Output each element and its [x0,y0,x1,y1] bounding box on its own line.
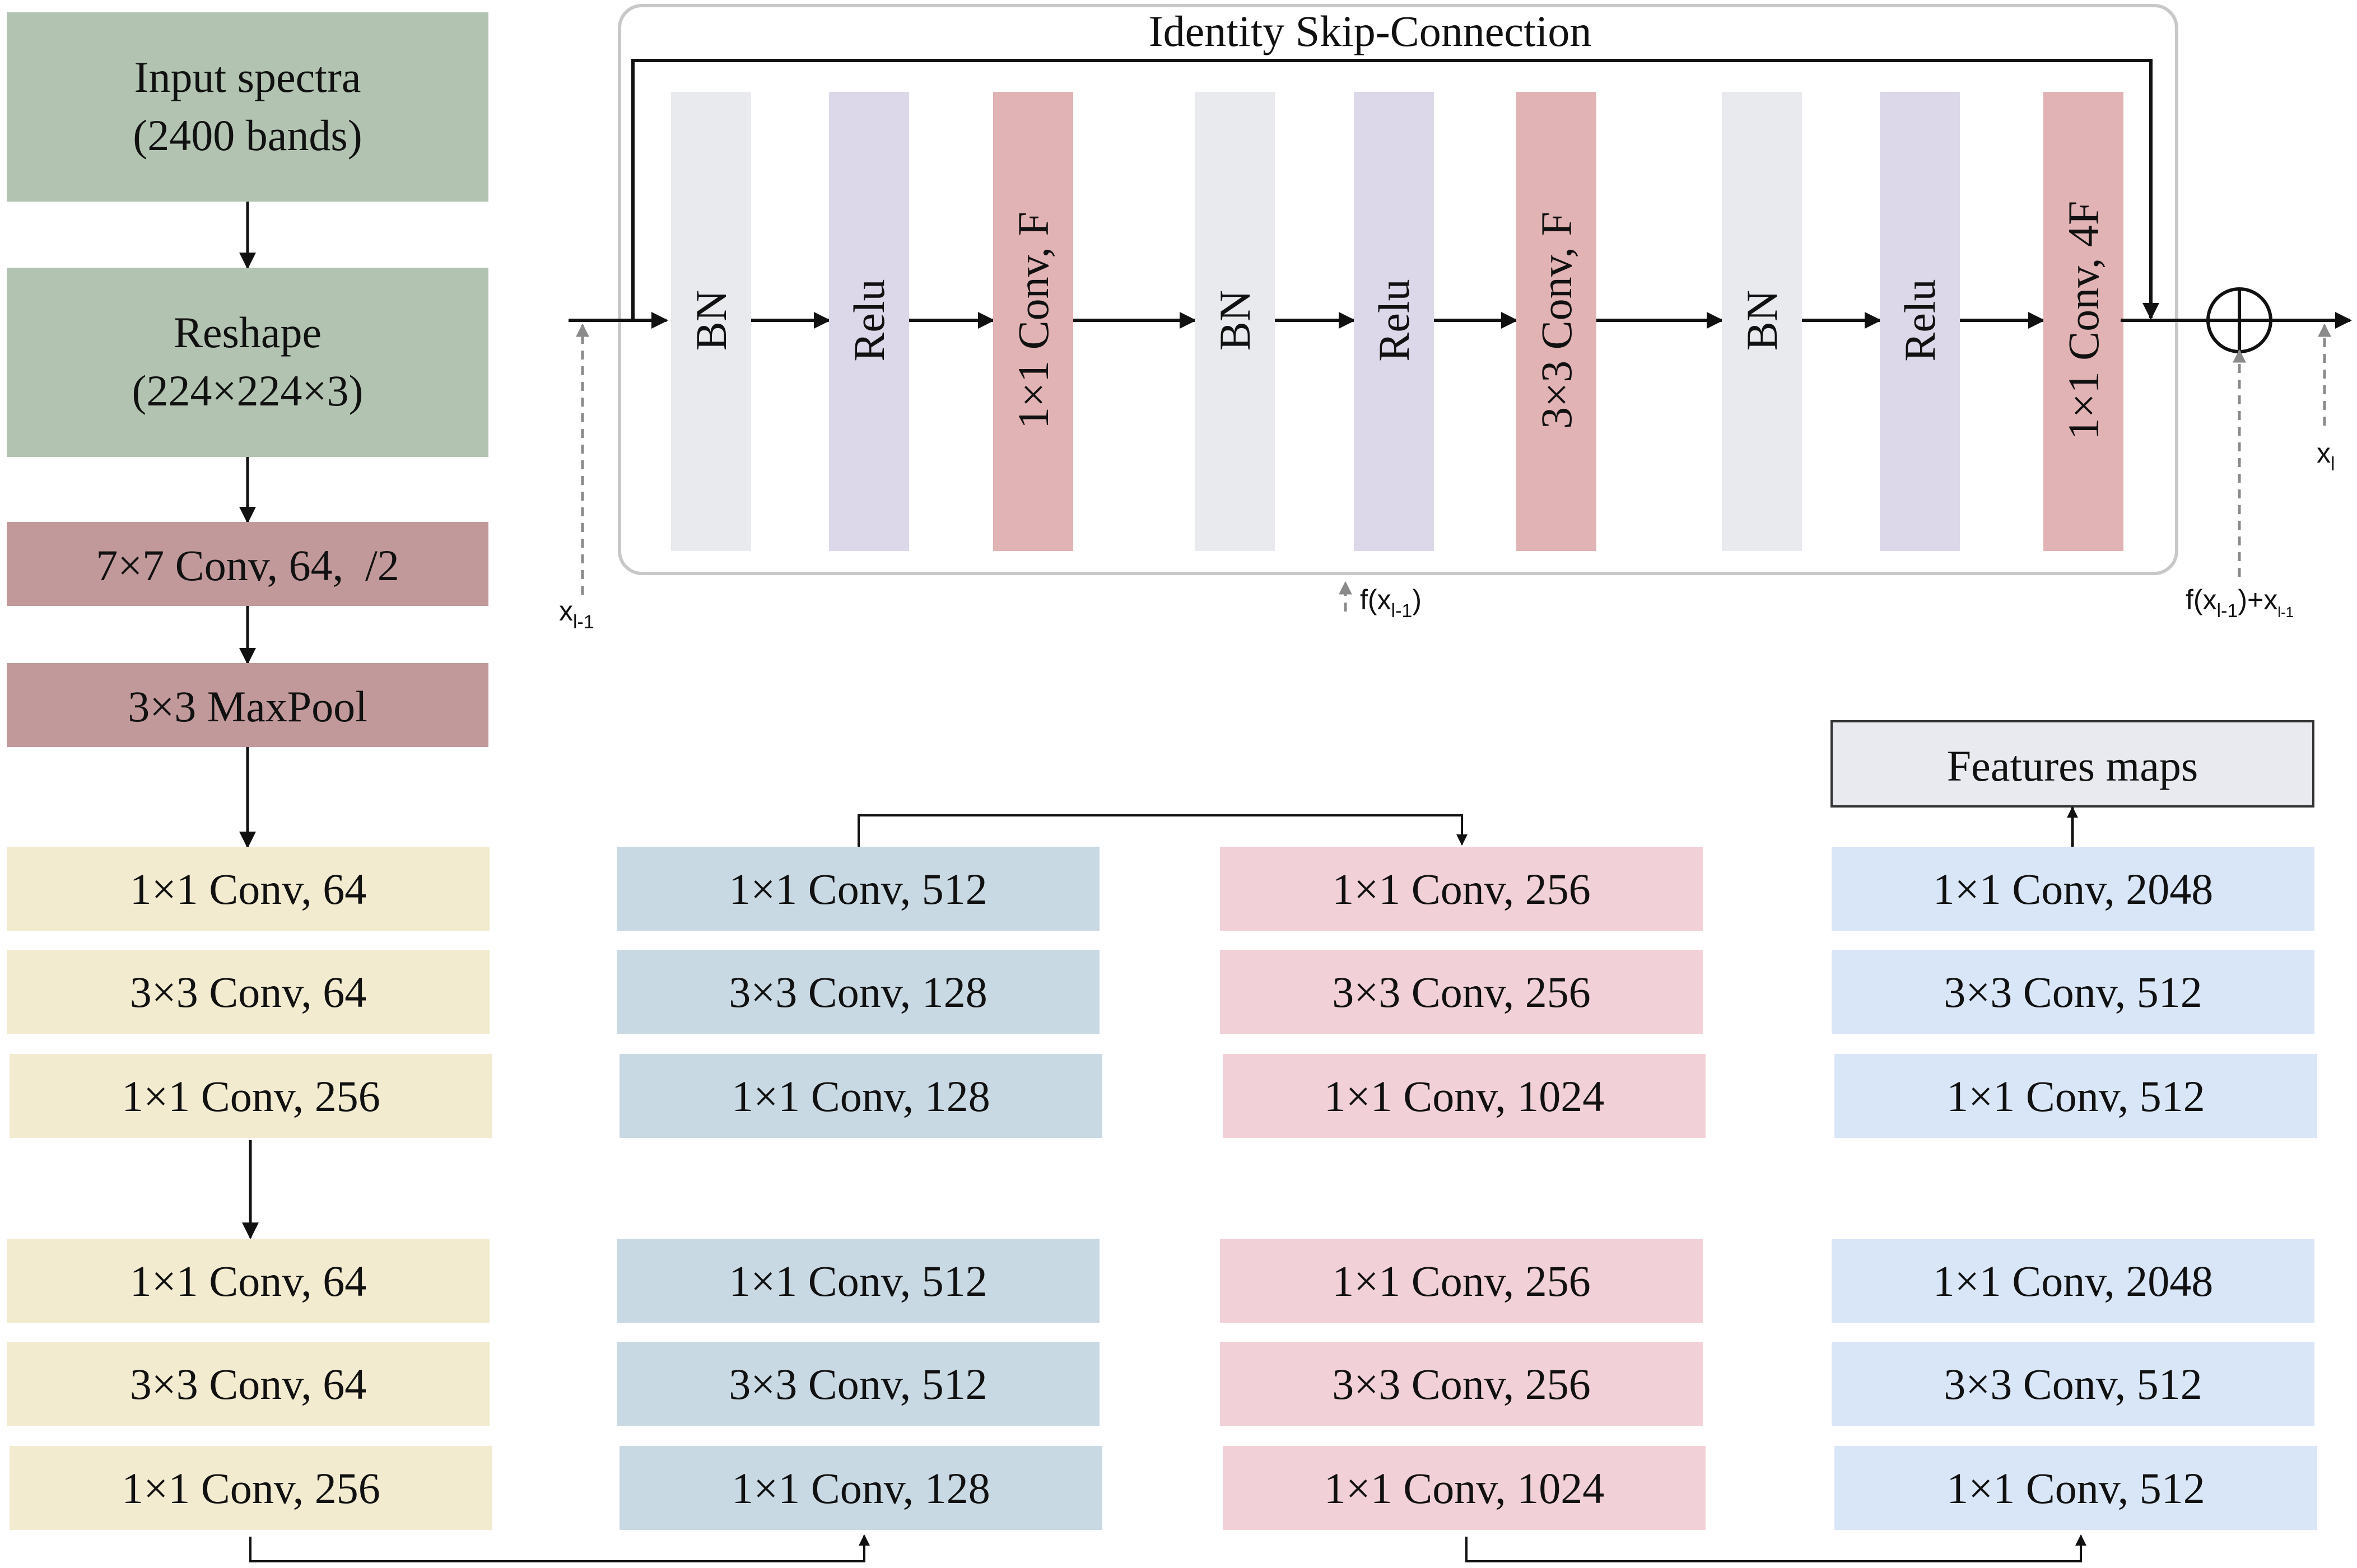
stage1-bottom-box-1 [7,1239,490,1323]
skip-connection-path [631,59,2159,320]
stage2-top-box-2 [617,950,1100,1034]
layer-bn-1 [671,92,751,551]
stage3-bottom-label-1: 1×1 Conv, 256 [1332,1257,1590,1305]
identity-block-title: Identity Skip-Connection [1149,7,1592,55]
identity-block: Identity Skip-Connection BN Relu 1×1 Conv,… [559,4,2352,633]
conv7-box [7,522,488,606]
input-spectra-box [7,12,488,202]
stage2-bottom-box-3 [619,1446,1102,1530]
stage4-bottom-box-3 [1834,1446,2317,1530]
output-label: xl [2317,437,2335,475]
stage2-top-box-1 [617,847,1100,931]
resnet-stages: 1×1 Conv, 64 3×3 Conv, 64 1×1 Conv, 256 1×1… [7,847,2317,1530]
layer-relu-5 [1354,92,1434,551]
stage1-top-label-3: 1×1 Conv, 256 [122,1072,380,1121]
layer-label-1: BN [687,290,735,351]
maxpool-box [7,663,488,747]
stage1-bottom-box-3 [10,1446,492,1530]
layer-label-8: Relu [1895,279,1944,361]
stage-connectors [242,814,2086,1562]
stage1-bottom-label-1: 1×1 Conv, 64 [130,1257,366,1305]
stage4-top-box-3 [1834,1054,2317,1138]
maxpool-label: 3×3 MaxPool [128,682,367,731]
left-column: Input spectra (2400 bands) Reshape (224×… [7,12,488,848]
stage3-top-box-3 [1223,1054,1706,1138]
stage1-top-label-2: 3×3 Conv, 64 [130,968,366,1016]
stage2-top-box-3 [619,1054,1102,1138]
layer-label-6: 3×3 Conv, F [1532,212,1581,429]
stage2-top-label-2: 3×3 Conv, 128 [729,968,987,1016]
layer-label-9: 1×1 Conv, 4F [2059,201,2108,440]
stage3-top-label-2: 3×3 Conv, 256 [1332,968,1590,1016]
stage3-bottom-label-2: 3×3 Conv, 256 [1332,1360,1590,1408]
identity-block-frame [618,4,2178,575]
stage1-top-box-3 [10,1054,492,1138]
stage2-bottom-label-1: 1×1 Conv, 512 [729,1257,987,1305]
input-spectra-line1: Input spectra [134,53,361,101]
stage3-top-label-1: 1×1 Conv, 256 [1332,865,1590,913]
reshape-line1: Reshape [174,308,322,357]
layer-bn-7 [1722,92,1802,551]
layer-label-7: BN [1738,290,1786,351]
stage4-bottom-label-1: 1×1 Conv, 2048 [1933,1257,2213,1305]
stage2-bottom-label-3: 1×1 Conv, 128 [732,1464,990,1513]
stage3-bottom-box-3 [1223,1446,1706,1530]
layer-label-2: Relu [845,279,893,361]
stage4-bottom-box-2 [1832,1342,2314,1426]
stage2-to-stage3-connector [858,814,1468,847]
stage3-bottom-box-1 [1220,1239,1703,1323]
stage1-bottom-label-2: 3×3 Conv, 64 [130,1360,366,1408]
stage3-to-stage4-connector [1465,1534,2086,1562]
features-maps-box [1830,720,2314,808]
layer-relu-8 [1880,92,1960,551]
stage1-bottom-box-2 [7,1342,490,1426]
stage4-top-label-3: 1×1 Conv, 512 [1946,1072,2205,1121]
features-maps-label: Features maps [1947,741,2198,790]
layer-conv-9 [2043,92,2123,551]
stage2-bottom-box-1 [617,1239,1100,1323]
layer-label-3: 1×1 Conv, F [1009,212,1058,429]
stage3-bottom-label-3: 1×1 Conv, 1024 [1324,1464,1604,1513]
stage4-top-label-2: 3×3 Conv, 512 [1944,968,2202,1016]
stage1-bottom-label-3: 1×1 Conv, 256 [122,1464,380,1513]
stage1-to-stage2-connector [249,1534,870,1562]
layer-label-4: BN [1210,290,1259,351]
residual-label: f(xl-1) [1360,584,1422,622]
stage2-bottom-label-2: 3×3 Conv, 512 [729,1360,987,1408]
stage4-bottom-label-3: 1×1 Conv, 512 [1946,1464,2205,1513]
stage3-top-box-1 [1220,847,1703,931]
stage3-top-box-2 [1220,950,1703,1034]
stage1-top-label-1: 1×1 Conv, 64 [130,865,366,913]
stage4-top-label-1: 1×1 Conv, 2048 [1933,865,2213,913]
reshape-line2: (224×224×3) [132,366,364,415]
stage4-bottom-box-1 [1832,1239,2314,1323]
layer-conv-3 [993,92,1073,551]
sum-label: f(xl-1)+xl-1 [2186,584,2294,622]
input-label: xl-1 [559,595,594,633]
stage4-top-box-1 [1832,847,2314,931]
stage2-bottom-box-2 [617,1342,1100,1426]
stage2-top-label-1: 1×1 Conv, 512 [729,865,987,913]
stage3-bottom-box-2 [1220,1342,1703,1426]
layer-label-5: Relu [1370,279,1418,361]
input-spectra-line2: (2400 bands) [133,111,362,160]
stage1-top-box-1 [7,847,490,931]
stage4-top-box-2 [1832,950,2314,1034]
stage2-top-label-3: 1×1 Conv, 128 [732,1072,990,1121]
stage4-bottom-label-2: 3×3 Conv, 512 [1944,1360,2202,1408]
layer-bn-4 [1195,92,1275,551]
features-maps: Features maps [1830,720,2314,847]
layer-relu-2 [829,92,909,551]
layer-conv-6 [1516,92,1596,551]
identity-block-layers: BN Relu 1×1 Conv, F BN Relu 3×3 Conv, F BN Relu… [671,92,2123,551]
reshape-box [7,268,488,457]
conv7-label: 7×7 Conv, 64, /2 [96,541,399,590]
stage3-top-label-3: 1×1 Conv, 1024 [1324,1072,1604,1121]
stage1-top-box-2 [7,950,490,1034]
